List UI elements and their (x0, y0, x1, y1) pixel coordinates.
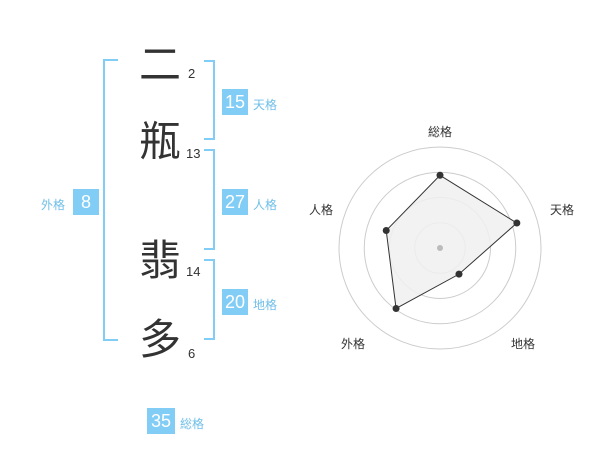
radar-point-4 (392, 304, 400, 312)
soukaku-value: 35 (147, 408, 175, 434)
chikaku-label: 地格 (253, 298, 278, 312)
radar-ring (338, 146, 542, 350)
gaikaku-value: 8 (73, 189, 99, 215)
radar-label-gaikaku: 外格 (341, 337, 366, 351)
jinkaku-label: 人格 (253, 198, 278, 212)
radar-point-1 (436, 171, 444, 179)
jinkaku-value: 27 (222, 189, 248, 215)
chikaku-value: 20 (222, 289, 248, 315)
tenkaku-value: 15 (222, 89, 248, 115)
radar-point-3 (455, 270, 463, 278)
char-1-strokes: 2 (188, 66, 196, 81)
radar-polygon (385, 174, 518, 310)
char-2: 瓶 (139, 117, 182, 166)
radar-point-2 (513, 219, 521, 227)
char-4-strokes: 6 (188, 346, 196, 361)
radar-label-jinkaku: 人格 (309, 203, 334, 217)
radar-label-chikaku: 地格 (511, 337, 536, 351)
radar-label-tenkaku: 天格 (550, 203, 575, 217)
soukaku-label: 総格 (180, 417, 205, 431)
char-4: 多 (139, 315, 182, 364)
radar-point-5 (382, 227, 390, 235)
char-2-strokes: 13 (186, 146, 201, 161)
char-3: 翡 (139, 236, 182, 285)
char-3-strokes: 14 (186, 264, 201, 279)
char-1: 二 (139, 40, 182, 89)
gaikaku-label: 外格 (41, 198, 66, 212)
radar-center-dot (437, 245, 443, 251)
tenkaku-label: 天格 (253, 98, 278, 112)
radar-label-soukaku: 総格 (428, 125, 453, 139)
